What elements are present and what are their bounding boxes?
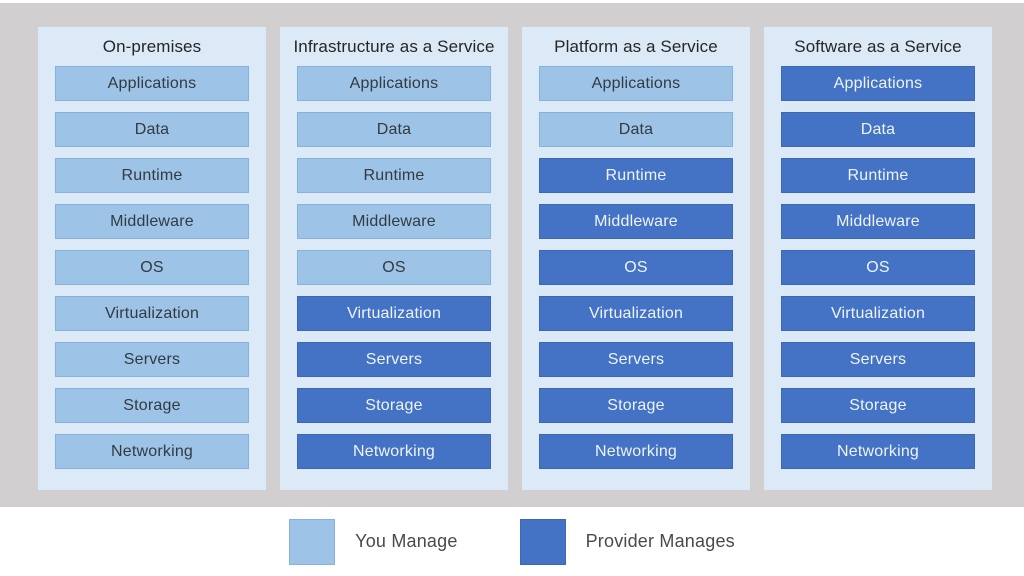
layer-box-servers: Servers — [539, 342, 733, 377]
column-title: Platform as a Service — [554, 36, 718, 56]
layer-box-servers: Servers — [55, 342, 249, 377]
layer-box-servers: Servers — [781, 342, 975, 377]
layer-box-data: Data — [55, 112, 249, 147]
layer-box-virtualization: Virtualization — [297, 296, 491, 331]
layer-box-runtime: Runtime — [297, 158, 491, 193]
layer-box-networking: Networking — [781, 434, 975, 469]
column-infrastructure-as-a-service: Infrastructure as a Service Applications… — [280, 27, 508, 490]
layer-box-networking: Networking — [297, 434, 491, 469]
layer-box-runtime: Runtime — [55, 158, 249, 193]
layer-box-storage: Storage — [297, 388, 491, 423]
layer-box-data: Data — [539, 112, 733, 147]
layer-box-os: OS — [539, 250, 733, 285]
layer-box-applications: Applications — [55, 66, 249, 101]
layer-box-networking: Networking — [55, 434, 249, 469]
layer-box-runtime: Runtime — [781, 158, 975, 193]
layer-box-middleware: Middleware — [297, 204, 491, 239]
layer-box-os: OS — [781, 250, 975, 285]
layer-box-middleware: Middleware — [781, 204, 975, 239]
layer-box-data: Data — [781, 112, 975, 147]
you-swatch — [289, 518, 336, 565]
column-title: Infrastructure as a Service — [293, 36, 495, 56]
layer-box-applications: Applications — [539, 66, 733, 101]
layer-box-applications: Applications — [297, 66, 491, 101]
layer-box-storage: Storage — [781, 388, 975, 423]
layer-box-applications: Applications — [781, 66, 975, 101]
layer-box-virtualization: Virtualization — [539, 296, 733, 331]
legend-label: Provider Manages — [585, 531, 735, 551]
provider-swatch — [519, 518, 566, 565]
layer-box-servers: Servers — [297, 342, 491, 377]
layer-box-virtualization: Virtualization — [781, 296, 975, 331]
legend-label: You Manage — [355, 531, 458, 551]
layer-box-networking: Networking — [539, 434, 733, 469]
layer-box-data: Data — [297, 112, 491, 147]
column-title: On-premises — [102, 36, 202, 56]
column-title: Software as a Service — [794, 36, 962, 56]
layer-box-runtime: Runtime — [539, 158, 733, 193]
layer-box-storage: Storage — [55, 388, 249, 423]
layer-box-middleware: Middleware — [539, 204, 733, 239]
layer-box-storage: Storage — [539, 388, 733, 423]
layer-box-os: OS — [55, 250, 249, 285]
legend-item-provider-manages: Provider Manages — [519, 518, 735, 565]
layer-box-middleware: Middleware — [55, 204, 249, 239]
legend: You Manage Provider Manages — [0, 507, 1024, 576]
layer-box-os: OS — [297, 250, 491, 285]
legend-item-you-manage: You Manage — [289, 518, 458, 565]
layer-box-virtualization: Virtualization — [55, 296, 249, 331]
